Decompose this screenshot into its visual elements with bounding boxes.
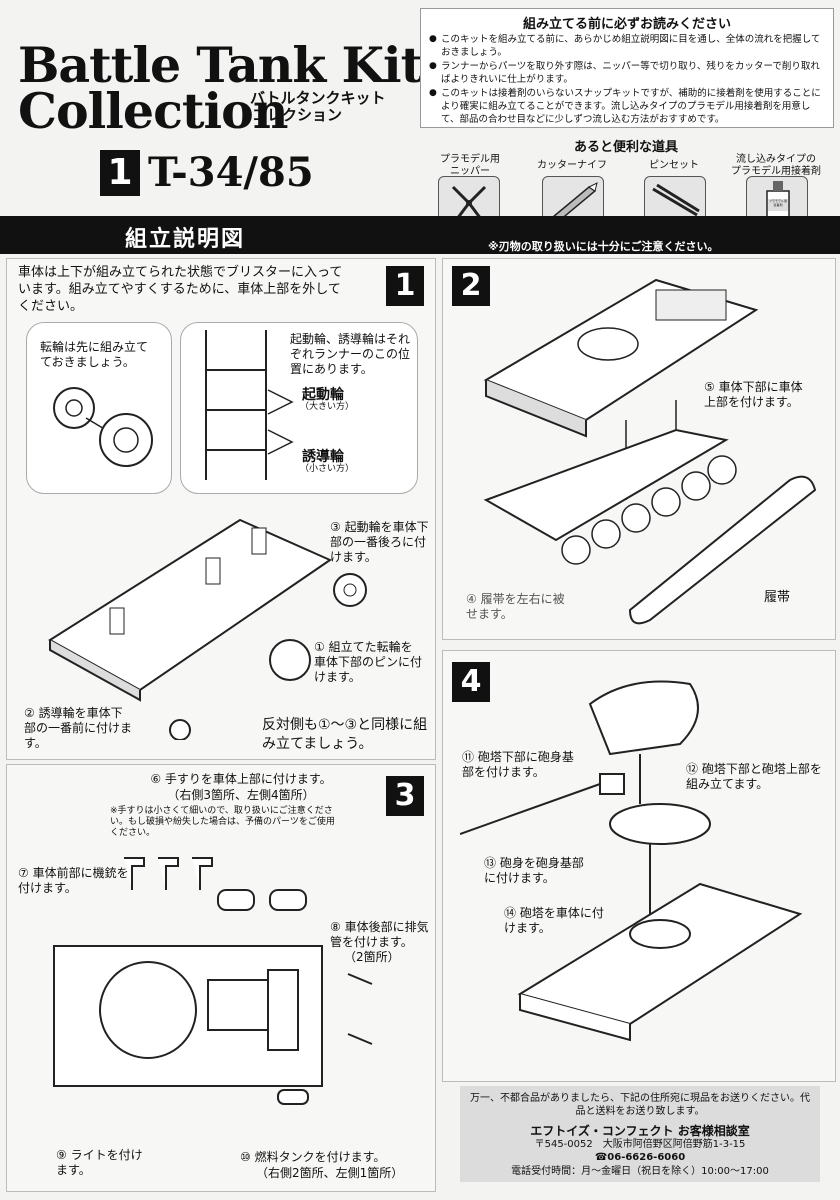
step4-note12: ⑫ 砲塔下部と砲塔上部を組み立てます。	[686, 762, 822, 791]
kit-name: T-34/85	[148, 149, 314, 196]
step3-note7: ⑦ 車体前部に機銃を付けます。	[18, 866, 129, 895]
banner-title: 組立説明図	[125, 227, 246, 252]
step1-bubble-right	[180, 322, 418, 494]
idler-sub: （小さい方）	[300, 464, 355, 474]
turret-assembly-diagram	[460, 680, 803, 1042]
logo-kana-line2: コレクション	[252, 106, 343, 124]
step4-note11: ⑪ 砲塔下部に砲身基部を付けます。	[462, 750, 574, 779]
tools-row: プラモデル用 ニッパー カッターナイフ ピンセット 流し込みタイプの プラモデル…	[420, 154, 832, 214]
logo-line2: Collection	[18, 82, 288, 140]
step1-footer: 反対側も①～③と同様に組み立てましょう。	[262, 717, 428, 752]
contact-company: エフトイズ・コンフェクト お客様相談室	[530, 1124, 750, 1138]
sprocket-label: 起動輪	[302, 387, 344, 403]
instructions-banner	[0, 216, 840, 254]
step1-note3: ③ 起動輪を車体下部の一番後ろに付けます。	[330, 520, 429, 564]
track-label: 履帯	[764, 590, 791, 605]
step3-note6-sub: （右側3箇所、左側4箇所）	[167, 788, 315, 802]
tool-label-tweezers: ピンセット	[649, 160, 699, 171]
banner-caution: ※刃物の取り扱いには十分にご注意ください。	[488, 240, 719, 253]
track-icon	[628, 475, 817, 625]
contact-address: 〒545-0052 大阪市阿倍野区阿倍野筋1-3-15	[534, 1139, 746, 1150]
step1-note2: ② 誘導輪を車体下部の一番前に付けます。	[24, 706, 133, 750]
contact-phone: ☎06-6626-6060	[594, 1152, 686, 1163]
logo-line1: Battle Tank Kit	[18, 36, 423, 94]
step3-number: 3	[386, 776, 424, 816]
tool-label-cutter: カッターナイフ	[537, 160, 607, 171]
step4-note14: ⑭ 砲塔を車体に付けます。	[504, 906, 604, 935]
step1-number: 1	[386, 266, 424, 306]
step2-number: 2	[452, 266, 490, 306]
kit-number-badge: 1	[100, 150, 140, 196]
hull-top-diagram	[53, 857, 373, 1105]
contact-notice: 万一、不都合品がありましたら、下記の住所宛に現品をお送りください。代品と送料をお…	[470, 1093, 810, 1117]
sprocket-wheel-icon	[333, 573, 367, 607]
step1-note1: ① 組立てた転輪を車体下部のピンに付けます。	[314, 640, 423, 684]
contact-box	[460, 1086, 820, 1182]
read-first-title: 組み立てる前に必ずお読みください	[522, 17, 731, 32]
step1-bubble-right-text: 起動輪、誘導輪はそれぞれランナーのこの位置にあります。	[290, 332, 411, 376]
step3-note6: ⑥ 手すりを車体上部に付けます。	[150, 772, 332, 786]
hull-lower-diagram	[48, 518, 333, 740]
step4-number: 4	[452, 662, 490, 702]
step3-note8: ⑧ 車体後部に排気管を付けます。	[330, 920, 429, 949]
read-first-box: 組み立てる前に必ずお読みください このキットを組み立てる前に、あらかじめ組立説明…	[420, 8, 834, 128]
sprocket-sub: （大きい方）	[300, 402, 355, 412]
read-first-list: このキットを組み立てる前に、あらかじめ組立説明図に目を通し、全体の流れを把握して…	[429, 33, 827, 127]
tool-label-nipper: プラモデル用 ニッパー	[440, 154, 500, 177]
idler-label: 誘導輪	[302, 449, 344, 465]
contact-hours: 電話受付時間：月～金曜日（祝日を除く）10:00～17:00	[511, 1166, 769, 1177]
tool-label-glue: 流し込みタイプの プラモデル用接着剤	[731, 154, 821, 177]
logo-kana-line1: バトルタンクキット	[250, 89, 386, 107]
hull-assembly-diagram	[483, 278, 759, 565]
read-first-item: このキットは接着剤のいらないスナップキットですが、補助的に接着剤を使用することに…	[429, 87, 827, 126]
tools-title: あると便利な道具	[573, 140, 678, 155]
step2-note5: ⑤ 車体下部に車体上部を付けます。	[704, 380, 803, 409]
step3-note9: ⑨ ライトを付けます。	[56, 1148, 143, 1177]
read-first-item: ランナーからパーツを取り外す際は、ニッパー等で切り取り、残りをカッターで削り取れ…	[429, 60, 827, 86]
step3-note10: ⑩ 燃料タンクを付けます。	[240, 1150, 386, 1164]
step1-bubble-left	[26, 322, 172, 494]
step3-note6-warning: ※手すりは小さくて細いので、取り扱いにご注意ください。もし破損や紛失した場合は、…	[110, 806, 335, 838]
step3-note10-sub: （右側2箇所、左側1箇所）	[256, 1166, 404, 1180]
step1-intro: 車体は上下が組み立てられた状態でブリスターに入っています。組み立てやすくするため…	[18, 265, 343, 314]
step3-note8-sub: （2箇所）	[344, 950, 400, 964]
road-wheel-icon	[53, 387, 153, 467]
read-first-item: このキットを組み立てる前に、あらかじめ組立説明図に目を通し、全体の流れを把握して…	[429, 33, 827, 59]
step1-bubble-left-text: 転輪は先に組み立てておきましょう。	[40, 340, 149, 369]
logo-kana: バトルタンクキット コレクション	[250, 90, 385, 124]
glue-bottle-text: プラモデル用接着剤	[768, 199, 787, 207]
step2-note4: ④ 履帯を左右に被せます。	[466, 592, 565, 621]
step4-note13: ⑬ 砲身を砲身基部に付けます。	[484, 856, 584, 885]
runner-frame-icon	[205, 330, 294, 480]
